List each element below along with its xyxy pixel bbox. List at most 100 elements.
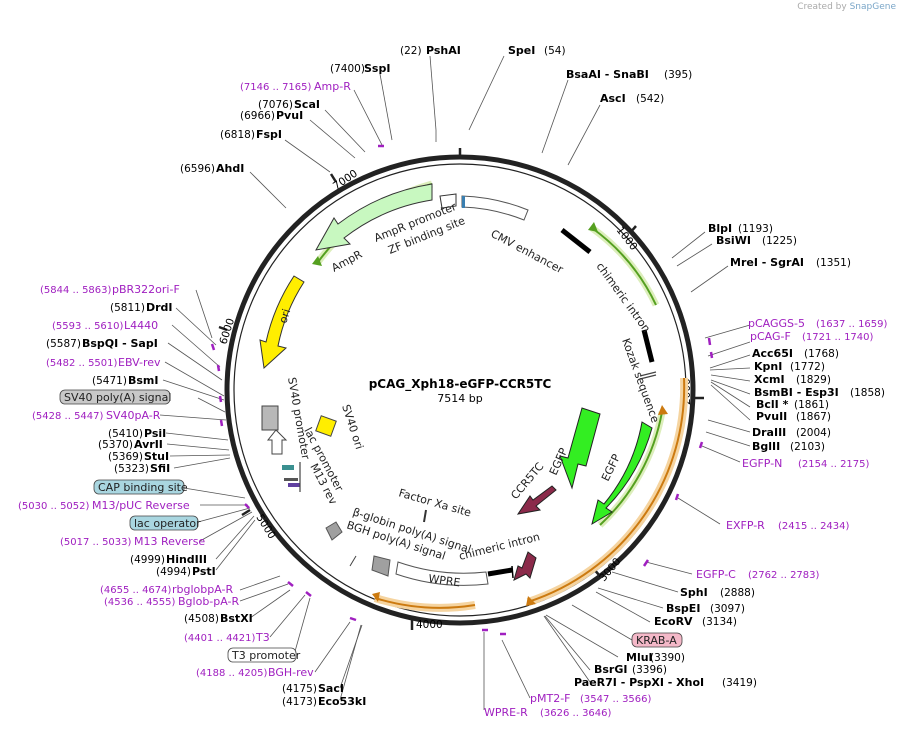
pvuii-num: (1867) (796, 411, 831, 423)
ori-arrow (259, 275, 305, 370)
bghrev-num: (4188 .. 4205) (196, 668, 268, 679)
exfpr-name: EXFP-R (726, 519, 765, 532)
kozak-bar (641, 329, 655, 363)
pvuii-name: PvuII (756, 410, 787, 423)
wprer-name: WPRE-R (484, 706, 528, 719)
psti-num: (4994) (156, 566, 191, 578)
kozak-label: Kozak sequence (619, 337, 662, 425)
stui-name: StuI (144, 450, 169, 463)
chimeric-intron-bottom-tick (511, 565, 514, 579)
pbr322-name: pBR322ori-F (112, 283, 180, 296)
sphi-num: (2888) (720, 587, 755, 599)
asci-num: (542) (636, 93, 664, 105)
bglii-num: (2103) (790, 441, 825, 453)
fspi-num: (6818) (220, 129, 255, 141)
chimeric-intron-bottom-bar (487, 567, 513, 577)
draiii-num: (2004) (796, 427, 831, 439)
chimeric-intron-line (591, 227, 657, 306)
lac-operator-box (129, 515, 199, 531)
bglob-name: Bglob-pA-R (178, 595, 240, 608)
bsmi-name: BsmI (128, 374, 159, 387)
sv40-promoter-label: SV40 promoter (285, 376, 312, 461)
ori-label: ori (276, 307, 293, 325)
plasmid-size: 7514 bp (437, 392, 482, 405)
fspi-name: FspI (256, 128, 282, 141)
ahdi-name: AhdI (216, 162, 244, 175)
wpre-label: WPRE (428, 572, 462, 589)
psti-name: PstI (192, 565, 216, 578)
spei-name: SpeI (508, 44, 535, 57)
bglob-num: (4536 .. 4555) (104, 597, 176, 608)
sfii-name: SfiI (150, 462, 170, 475)
egfp-label-b: EGFP (599, 452, 623, 484)
bsrgi-name: BsrGI (594, 663, 627, 676)
ampr-track-arrowhead (312, 256, 322, 266)
kpni-num: (1772) (790, 361, 825, 373)
sv40-promoter-arrow (266, 429, 288, 455)
acc65i-name: Acc65I (752, 347, 793, 360)
bspqi-name: BspQI - SapI (82, 337, 158, 350)
hindiii-num: (4999) (130, 554, 165, 566)
wpre-box (395, 561, 489, 586)
sv40-ori-label: SV40 ori (339, 403, 366, 451)
ebvrev-num: (5482 .. 5501) (46, 358, 118, 369)
factor-xa-label: Factor Xa site (397, 486, 473, 519)
bspqi-num: (5587) (46, 338, 81, 350)
hindiii-name: HindIII (166, 553, 207, 566)
bspei-num: (3097) (710, 603, 745, 615)
ebvrev-name: EBV-rev (118, 356, 161, 369)
sv40-polya-box (261, 405, 279, 431)
sv40-polya-box-label (59, 389, 171, 405)
mlui-name: MluI (626, 651, 653, 664)
drdi-name: DrdI (146, 301, 173, 314)
pmt2f-name: pMT2-F (530, 692, 571, 705)
scai-name: ScaI (294, 98, 320, 111)
egfpn-name: EGFP-N (742, 457, 782, 470)
bgh-box (371, 555, 391, 577)
bglobin-box (325, 521, 343, 541)
spei-num: (54) (544, 45, 566, 57)
kozak-tick-a (639, 371, 657, 377)
xhoi-name: PaeR7I - PspXI - XhoI (574, 676, 704, 689)
primer-ticks (210, 144, 714, 636)
ampr-primer-num: (7146 .. 7165) (240, 82, 312, 93)
scai-num: (7076) (258, 99, 293, 111)
ccr5tc-small-arrow (513, 551, 537, 581)
snapgene-credit: Created by SnapGene (797, 2, 896, 12)
factor-xa-mark (423, 509, 427, 523)
ahdi-num: (6596) (180, 163, 215, 175)
pbr322-num: (5844 .. 5863) (40, 285, 112, 296)
asci-name: AscI (600, 92, 626, 105)
lac-promoter-mark (282, 465, 294, 470)
bsmbi-name: BsmBI - Esp3I (754, 386, 839, 399)
tick-4000: 4000 (416, 619, 443, 631)
bstxi-num: (4508) (184, 613, 219, 625)
egfp-track-arrowhead (658, 405, 668, 415)
t3-promoter-box (227, 647, 297, 663)
bglii-name: BglII (752, 440, 780, 453)
xcmi-num: (1829) (796, 374, 831, 386)
bstxi-name: BstXI (220, 612, 253, 625)
pshai-num: (22) (400, 45, 422, 57)
m13puc-num: (5030 .. 5052) (18, 501, 90, 512)
sv40par-num: (5428 .. 5447) (32, 411, 104, 422)
rbglob-name: rbglobpA-R (172, 583, 233, 596)
pcaggs5-name: pCAGGS-5 (748, 317, 805, 330)
bcli-num: (1861) (794, 399, 829, 411)
snabi-num: (395) (664, 69, 692, 81)
psii-name: PsiI (144, 427, 166, 440)
exfpr-num: (2415 .. 2434) (778, 521, 850, 532)
mlui-num: (3390) (650, 652, 685, 664)
pvui-name: PvuI (276, 109, 303, 122)
rbglob-num: (4655 .. 4674) (100, 585, 172, 596)
sphi-name: SphI (680, 586, 708, 599)
egfpc-name: EGFP-C (696, 568, 736, 581)
t3-name: T3 (255, 631, 270, 644)
draiii-name: DraIII (752, 426, 786, 439)
credit-brand: SnapGene (849, 2, 896, 12)
t3-promoter-label: T3 promoter (231, 649, 301, 662)
wprer-num: (3626 .. 3646) (540, 708, 612, 719)
pvui-num: (6966) (240, 110, 275, 122)
xhoi-num: (3419) (722, 677, 757, 689)
